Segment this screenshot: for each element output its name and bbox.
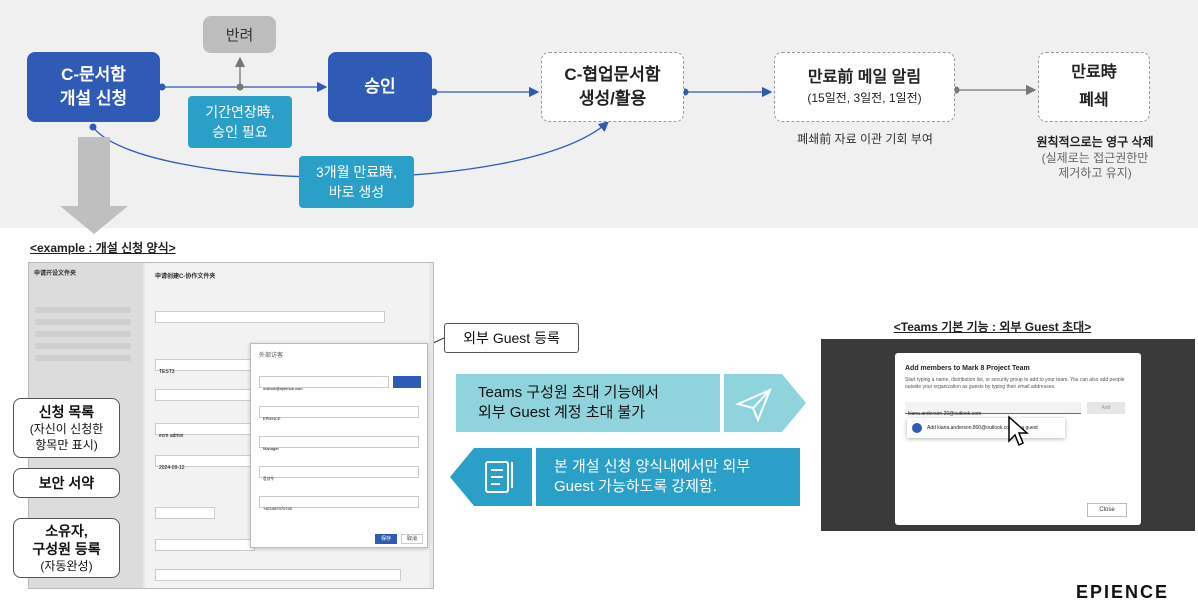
mock-phone-field: +821087070700 — [259, 496, 419, 511]
mock-name-field: 장성우 — [259, 466, 419, 481]
teams-label: <Teams 기본 기능 : 외부 Guest 초대> — [893, 320, 1092, 334]
open-request-box: C-문서함 개설 신청 — [27, 52, 160, 122]
callout-guest-label: 외부 Guest 등록 — [463, 330, 560, 346]
mock-url-value: TEST3 — [159, 369, 175, 375]
callout-list-sub2: 항목만 표시) — [35, 438, 98, 452]
mock-row — [35, 355, 131, 361]
teams-invite-input[interactable]: kiana.anderson.20@outlook.com — [905, 402, 1081, 417]
mock-row — [35, 331, 131, 337]
expire-line2: 바로 생성 — [328, 184, 385, 200]
teams-suggestion[interactable]: Add kiana.anderson.800@outlook.com as a … — [907, 418, 1065, 438]
mock-cancel-button[interactable]: 取消 — [401, 534, 423, 544]
open-request-line1: C-문서함 — [61, 65, 126, 84]
close-line1: 만료時 — [1071, 64, 1117, 81]
guest-avatar-icon — [912, 423, 922, 433]
delete-sub-line1: (실제로는 접근권한만 — [1041, 151, 1149, 165]
teams-screenshot: Add members to Mark 8 Project Team Start… — [821, 339, 1195, 531]
mock-position-value: Manager — [263, 446, 279, 451]
mock-approver-value: ecm admin — [159, 433, 184, 439]
callout-owner-line1: 소유자, — [45, 523, 88, 539]
teams-limit-line2: 외부 Guest 계정 초대 불가 — [478, 404, 646, 421]
teams-input-value: kiana.anderson.20@outlook.com — [908, 411, 982, 417]
mock-popup-title: 外部访客 — [259, 353, 284, 359]
mock-main-title: 申请创建C-协作文件夹 — [155, 274, 216, 280]
mock-field — [155, 507, 215, 519]
reject-box: 반려 — [203, 16, 276, 53]
form-only-box: 본 개설 신청 양식내에서만 외부 Guest 가능하도록 강제함. — [536, 448, 800, 506]
open-request-line2: 개설 신청 — [59, 89, 128, 108]
expire-line1: 3개월 만료時, — [315, 164, 398, 180]
backup-note: 폐쇄前 자료 이관 기회 부여 — [797, 132, 933, 146]
create-box: C-협업문서함 생성/활용 — [541, 52, 684, 122]
mock-phone-value: +821087070700 — [263, 506, 293, 511]
teams-limit-line1: Teams 구성원 초대 기능에서 — [478, 384, 659, 401]
mock-field — [155, 389, 255, 401]
send-arrow — [724, 374, 806, 432]
teams-suggestion-text: Add kiana.anderson.800@outlook.com as a … — [927, 425, 1038, 431]
close-line2: 폐쇄 — [1079, 92, 1109, 109]
notice-sub: (15일전, 3일전, 1일전) — [807, 91, 922, 105]
mock-left-title: 申请开设文件夹 — [34, 271, 77, 277]
mock-popup-add — [393, 376, 421, 388]
mock-company-field: EPIENCE — [259, 406, 419, 421]
epience-logo: EPIENCE — [1076, 582, 1170, 602]
mock-row — [35, 343, 131, 349]
mock-field — [155, 311, 385, 323]
delete-title: 원칙적으로는 영구 삭제 — [1036, 135, 1154, 149]
teams-dialog-desc: Start typing a name, distribution list, … — [905, 377, 1125, 390]
mock-date-field: 2024-09-12 — [155, 455, 255, 471]
callout-guest: 외부 Guest 등록 — [444, 323, 579, 353]
callout-owner-sub: (자동완성) — [40, 559, 93, 573]
extend-line2: 승인 필요 — [212, 124, 268, 140]
reject-label: 반려 — [225, 27, 254, 44]
form-document-icon — [485, 461, 513, 493]
paper-plane-icon — [734, 388, 772, 423]
extend-line1: 기간연장時, — [205, 104, 275, 120]
callout-security: 보안 서약 — [13, 468, 120, 498]
create-line1: C-협업문서함 — [564, 65, 661, 84]
close-box: 만료時 폐쇄 — [1038, 52, 1150, 122]
teams-dialog: Add members to Mark 8 Project Team Start… — [895, 353, 1141, 525]
approve-label: 승인 — [364, 77, 396, 96]
teams-limit-box: Teams 구성원 초대 기능에서 외부 Guest 계정 초대 불가 — [456, 374, 720, 432]
delete-sub-line2: 제거하고 유지) — [1058, 166, 1132, 180]
teams-add-button[interactable]: Add — [1087, 402, 1125, 414]
form-arrow — [450, 448, 532, 506]
mock-guest-popup: 外部访客 outlook@epience.com EPIENCE Manager… — [250, 343, 428, 548]
mock-approver-field: ecm admin — [155, 423, 255, 439]
notice-title: 만료前 메일 알림 — [807, 69, 922, 86]
teams-close-button[interactable]: Close — [1087, 503, 1127, 517]
notice-box: 만료前 메일 알림 (15일전, 3일전, 1일전) — [774, 52, 955, 122]
mock-url-field: TEST3 — [155, 359, 255, 375]
mock-field — [155, 569, 401, 581]
mock-date-value: 2024-09-12 — [159, 465, 185, 471]
mock-company-value: EPIENCE — [263, 416, 281, 421]
mock-email-value: outlook@epience.com — [263, 386, 303, 391]
mock-field — [155, 539, 255, 551]
mock-email-field: outlook@epience.com — [259, 376, 389, 391]
delete-sub: (실제로는 접근권한만 제거하고 유지) — [1020, 151, 1170, 181]
mock-row — [35, 307, 131, 313]
mock-save-button[interactable]: 保存 — [375, 534, 397, 544]
callout-owner-line2: 구성원 등록 — [32, 541, 101, 557]
extend-note: 기간연장時, 승인 필요 — [188, 96, 292, 148]
callout-list-sub1: (자신이 신청한 — [29, 422, 104, 436]
callout-security-label: 보안 서약 — [38, 475, 95, 491]
callout-owner: 소유자, 구성원 등록 (자동완성) — [13, 518, 120, 578]
form-only-line1: 본 개설 신청 양식내에서만 외부 — [554, 458, 751, 475]
example-label: <example : 개설 신청 양식> — [30, 241, 176, 255]
callout-request-list: 신청 목록 (자신이 신청한 항목만 표시) — [13, 398, 120, 458]
expire-note: 3개월 만료時, 바로 생성 — [299, 156, 414, 208]
mock-name-value: 장성우 — [263, 476, 275, 481]
approve-box: 승인 — [328, 52, 432, 122]
mouse-cursor-icon — [1008, 415, 1029, 447]
mock-position-field: Manager — [259, 436, 419, 451]
mock-row — [35, 319, 131, 325]
create-line2: 생성/활용 — [578, 89, 647, 108]
callout-list-title: 신청 목록 — [38, 404, 95, 420]
form-only-line2: Guest 가능하도록 강제함. — [554, 478, 717, 495]
teams-dialog-title: Add members to Mark 8 Project Team — [905, 365, 1030, 372]
